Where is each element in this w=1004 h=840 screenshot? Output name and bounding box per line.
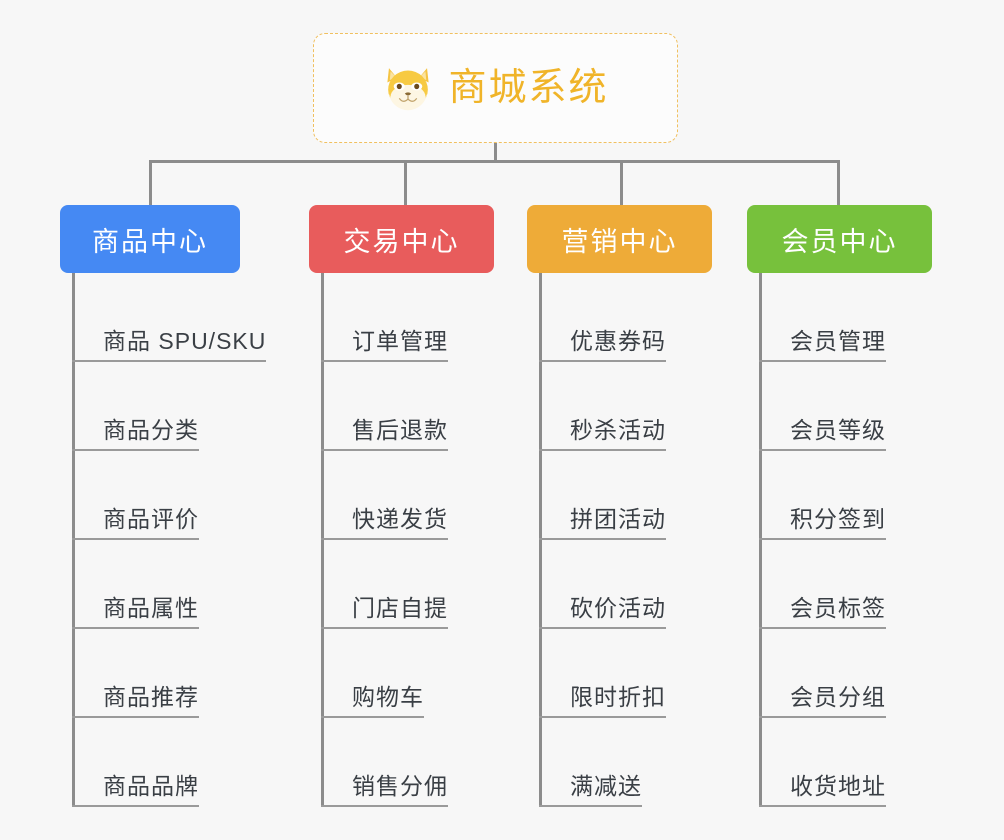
list-item[interactable]: 门店自提 [321, 540, 494, 630]
list-item[interactable]: 商品品牌 [72, 718, 266, 808]
branch-header-label: 商品中心 [92, 226, 208, 257]
branch-header-label: 营销中心 [561, 226, 678, 257]
list-item[interactable]: 会员管理 [759, 273, 932, 363]
branch-column-trade: 交易中心 订单管理 售后退款 快递发货 门店自提 购物车 销售分佣 [309, 205, 494, 808]
connector-drop-3 [620, 160, 623, 205]
list-item-label: 收货地址 [790, 772, 886, 799]
connector-horizontal-bus [149, 160, 839, 163]
connector-drop-4 [837, 160, 840, 205]
list-item-label: 门店自提 [352, 594, 448, 621]
list-item[interactable]: 商品推荐 [72, 629, 266, 719]
shiba-dog-icon [382, 65, 434, 111]
branch-column-member: 会员中心 会员管理 会员等级 积分签到 会员标签 会员分组 收货地址 [747, 205, 932, 808]
list-item[interactable]: 积分签到 [759, 451, 932, 541]
list-item-label: 会员标签 [790, 594, 886, 621]
list-item-label: 购物车 [352, 683, 424, 710]
branch-items-member: 会员管理 会员等级 积分签到 会员标签 会员分组 收货地址 [759, 273, 932, 808]
branch-header-marketing[interactable]: 营销中心 [527, 205, 712, 273]
list-item[interactable]: 商品分类 [72, 362, 266, 452]
branch-items-trade: 订单管理 售后退款 快递发货 门店自提 购物车 销售分佣 [321, 273, 494, 808]
list-item[interactable]: 商品评价 [72, 451, 266, 541]
branch-items-product: 商品 SPU/SKU 商品分类 商品评价 商品属性 商品推荐 商品品牌 [71, 273, 267, 808]
list-item-label: 商品 SPU/SKU [103, 327, 267, 354]
list-item[interactable]: 会员等级 [759, 362, 932, 452]
connector-root-stem [494, 143, 497, 163]
branch-header-label: 会员中心 [781, 226, 898, 257]
list-item-label: 商品推荐 [103, 683, 199, 710]
list-item-label: 积分签到 [790, 505, 886, 532]
list-item[interactable]: 商品 SPU/SKU [71, 273, 267, 363]
list-item-label: 商品属性 [103, 594, 199, 621]
list-item[interactable]: 快递发货 [321, 451, 494, 541]
list-item-label: 会员等级 [790, 416, 886, 443]
list-item[interactable]: 会员分组 [759, 629, 932, 719]
list-item-label: 优惠券码 [570, 327, 666, 354]
list-item-label: 快递发货 [352, 505, 448, 532]
connector-drop-1 [149, 160, 152, 205]
list-item[interactable]: 砍价活动 [539, 540, 712, 630]
list-item-label: 拼团活动 [570, 505, 666, 532]
list-item-label: 限时折扣 [570, 683, 666, 710]
list-item-label: 会员分组 [790, 683, 886, 710]
root-node[interactable]: 商城系统 [313, 33, 678, 143]
branch-items-marketing: 优惠券码 秒杀活动 拼团活动 砍价活动 限时折扣 满减送 [539, 273, 712, 808]
list-item-label: 售后退款 [352, 416, 448, 443]
branch-column-marketing: 营销中心 优惠券码 秒杀活动 拼团活动 砍价活动 限时折扣 满减送 [527, 205, 712, 808]
connector-drop-2 [404, 160, 407, 205]
list-item-label: 商品品牌 [103, 772, 199, 799]
list-item-label: 满减送 [570, 772, 642, 799]
list-item-label: 砍价活动 [570, 594, 666, 621]
list-item-label: 商品分类 [103, 416, 199, 443]
branch-header-product[interactable]: 商品中心 [60, 205, 240, 273]
list-item[interactable]: 售后退款 [321, 362, 494, 452]
branch-header-member[interactable]: 会员中心 [747, 205, 932, 273]
list-item[interactable]: 限时折扣 [539, 629, 712, 719]
list-item[interactable]: 销售分佣 [321, 718, 494, 808]
list-item-label: 销售分佣 [352, 772, 448, 799]
list-item[interactable]: 拼团活动 [539, 451, 712, 541]
list-item[interactable]: 秒杀活动 [539, 362, 712, 452]
list-item[interactable]: 会员标签 [759, 540, 932, 630]
list-item-label: 秒杀活动 [570, 416, 666, 443]
list-item-label: 会员管理 [790, 327, 886, 354]
branch-header-label: 交易中心 [343, 226, 460, 257]
list-item[interactable]: 商品属性 [72, 540, 266, 630]
list-item[interactable]: 购物车 [321, 629, 494, 719]
list-item-label: 订单管理 [352, 327, 448, 354]
branch-header-trade[interactable]: 交易中心 [309, 205, 494, 273]
list-item[interactable]: 收货地址 [759, 718, 932, 808]
root-title: 商城系统 [448, 67, 609, 109]
list-item[interactable]: 订单管理 [321, 273, 494, 363]
list-item[interactable]: 优惠券码 [539, 273, 712, 363]
branch-column-product: 商品中心 商品 SPU/SKU 商品分类 商品评价 商品属性 商品推荐 商品品牌 [60, 205, 267, 808]
list-item[interactable]: 满减送 [539, 718, 712, 808]
list-item-label: 商品评价 [103, 505, 199, 532]
